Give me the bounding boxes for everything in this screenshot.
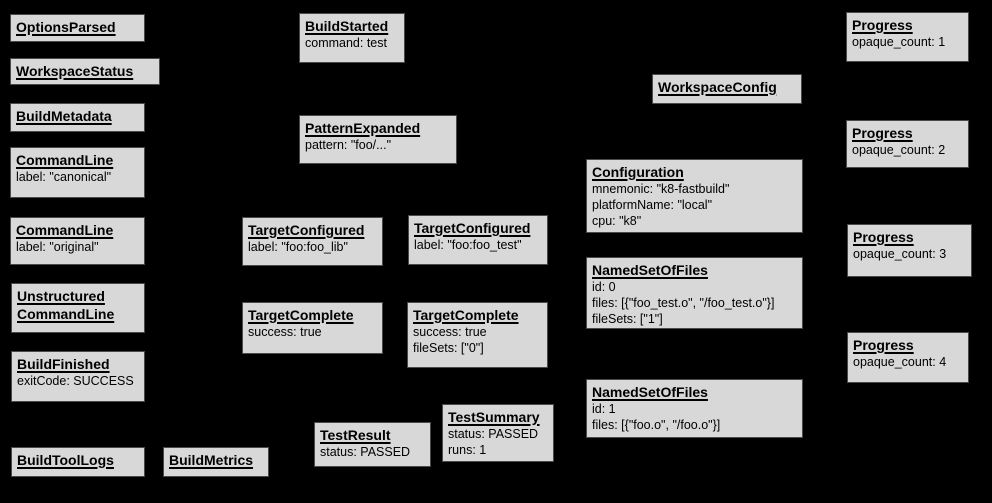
node-field: exitCode: SUCCESS [17, 374, 134, 388]
node-field: success: true [413, 325, 487, 339]
target-configured-foo-lib-node: TargetConfigured label: "foo:foo_lib" [242, 217, 383, 266]
test-summary-node: TestSummary status: PASSED runs: 1 [442, 404, 554, 462]
pattern-expanded-node: PatternExpanded pattern: "foo/..." [299, 115, 457, 164]
node-title: WorkspaceStatus [16, 63, 134, 79]
command-line-original-node: CommandLine label: "original" [10, 217, 145, 265]
build-started-node: BuildStarted command: test [299, 13, 405, 63]
node-field: label: "foo:foo_test" [414, 238, 522, 252]
node-field: command: test [305, 36, 387, 50]
node-title: Configuration [592, 164, 684, 180]
build-finished-node: BuildFinished exitCode: SUCCESS [11, 351, 145, 402]
node-field: opaque_count: 1 [852, 35, 946, 49]
node-title: BuildStarted [305, 18, 389, 34]
node-title: TargetConfigured [414, 220, 531, 236]
node-title: PatternExpanded [305, 120, 421, 136]
build-metadata-node: BuildMetadata [10, 103, 145, 132]
node-title: NamedSetOfFiles [592, 384, 708, 400]
progress-2-node: Progress opaque_count: 2 [846, 120, 969, 168]
target-configured-foo-test-node: TargetConfigured label: "foo:foo_test" [408, 215, 548, 265]
node-title: CommandLine [16, 152, 114, 168]
node-field: runs: 1 [448, 443, 487, 457]
node-field: id: 1 [592, 402, 616, 416]
node-field: opaque_count: 2 [852, 143, 946, 157]
target-complete-foo-test-node: TargetComplete success: true fileSets: ["0… [407, 302, 548, 368]
node-field: files: [{"foo.o", "/foo.o"}] [592, 418, 721, 432]
node-field: mnemonic: "k8-fastbuild" [592, 182, 730, 196]
node-title: Progress [852, 17, 913, 33]
options-parsed-node: OptionsParsed [10, 14, 145, 42]
node-title: BuildToolLogs [17, 452, 114, 468]
node-field: id: 0 [592, 280, 616, 294]
node-title: BuildFinished [17, 356, 110, 372]
node-title: WorkspaceConfig [658, 79, 777, 95]
node-field: opaque_count: 3 [853, 247, 947, 261]
node-field: status: PASSED [448, 427, 539, 441]
test-result-node: TestResult status: PASSED [314, 422, 431, 467]
node-title: TargetComplete [413, 307, 519, 323]
node-title: CommandLine [16, 222, 114, 238]
workspace-status-node: WorkspaceStatus [10, 58, 160, 85]
node-field: opaque_count: 4 [853, 355, 947, 369]
named-set-of-files-1-node: NamedSetOfFiles id: 1 files: [{"foo.o", "/… [586, 379, 803, 438]
target-complete-foo-lib-node: TargetComplete success: true [242, 302, 383, 354]
node-field: pattern: "foo/..." [305, 138, 392, 152]
node-title: CommandLine [17, 306, 115, 322]
node-title: Unstructured [17, 288, 105, 304]
command-line-canonical-node: CommandLine label: "canonical" [10, 147, 145, 198]
workspace-config-node: WorkspaceConfig [652, 74, 802, 104]
node-field: fileSets: ["1"] [592, 312, 663, 326]
node-title: Progress [852, 125, 913, 141]
named-set-of-files-0-node: NamedSetOfFiles id: 0 files: [{"foo_test.o… [586, 257, 803, 329]
progress-1-node: Progress opaque_count: 1 [846, 12, 969, 62]
node-title: TestResult [320, 427, 391, 443]
node-title: BuildMetrics [169, 452, 254, 468]
node-title: TargetConfigured [248, 222, 365, 238]
node-field: status: PASSED [320, 445, 411, 459]
node-field: platformName: "local" [592, 198, 713, 212]
progress-4-node: Progress opaque_count: 4 [847, 332, 969, 383]
node-title: NamedSetOfFiles [592, 262, 708, 278]
build-tool-logs-node: BuildToolLogs [11, 447, 145, 477]
node-field: cpu: "k8" [592, 214, 642, 228]
node-field: files: [{"foo_test.o", "/foo_test.o"}] [592, 296, 775, 310]
node-field: label: "canonical" [16, 170, 112, 184]
build-metrics-node: BuildMetrics [163, 447, 269, 477]
node-field: label: "original" [16, 240, 99, 254]
node-title: TestSummary [448, 409, 540, 425]
node-title: TargetComplete [248, 307, 354, 323]
configuration-node: Configuration mnemonic: "k8-fastbuild" pla… [586, 159, 803, 233]
progress-3-node: Progress opaque_count: 3 [847, 224, 972, 277]
node-field: success: true [248, 325, 322, 339]
node-field: label: "foo:foo_lib" [248, 240, 348, 254]
node-field: fileSets: ["0"] [413, 341, 484, 355]
node-title: Progress [853, 337, 914, 353]
node-title: Progress [853, 229, 914, 245]
node-title: OptionsParsed [16, 19, 116, 35]
node-title: BuildMetadata [16, 108, 112, 124]
